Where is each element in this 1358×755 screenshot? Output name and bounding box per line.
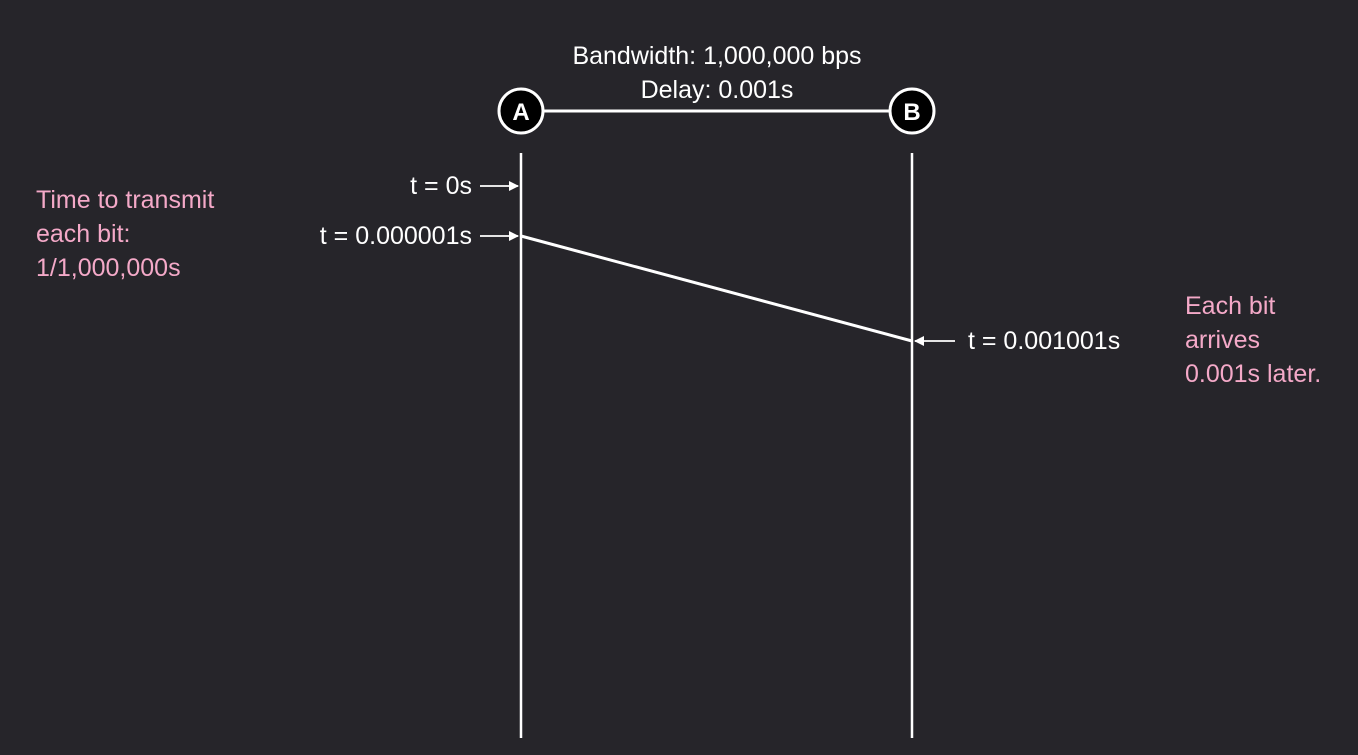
node-b: B: [888, 87, 936, 135]
bit-propagation-line: [520, 234, 913, 343]
t1-label: t = 0.000001s: [319, 222, 472, 250]
delay-label: Delay: 0.001s: [640, 76, 794, 104]
transmit-note-line: 1/1,000,000s: [36, 254, 181, 282]
arrival-note-line: arrives: [1185, 326, 1261, 354]
transmit-note: Time to transmit each bit: 1/1,000,000s: [36, 186, 214, 283]
t2-label: t = 0.001001s: [968, 327, 1121, 355]
bandwidth-label: Bandwidth: 1,000,000 bps: [572, 42, 862, 70]
node-a: A: [497, 87, 545, 135]
transmit-note-line: each bit:: [36, 220, 131, 248]
node-b-label: B: [903, 99, 920, 126]
arrival-note-line: 0.001s later.: [1185, 360, 1322, 388]
t0-label: t = 0s: [410, 172, 472, 200]
transmit-note-line: Time to transmit: [36, 186, 215, 214]
arrival-note-line: Each bit: [1185, 292, 1276, 320]
arrival-note: Each bit arrives 0.001s later.: [1185, 292, 1321, 389]
node-a-label: A: [512, 99, 529, 126]
